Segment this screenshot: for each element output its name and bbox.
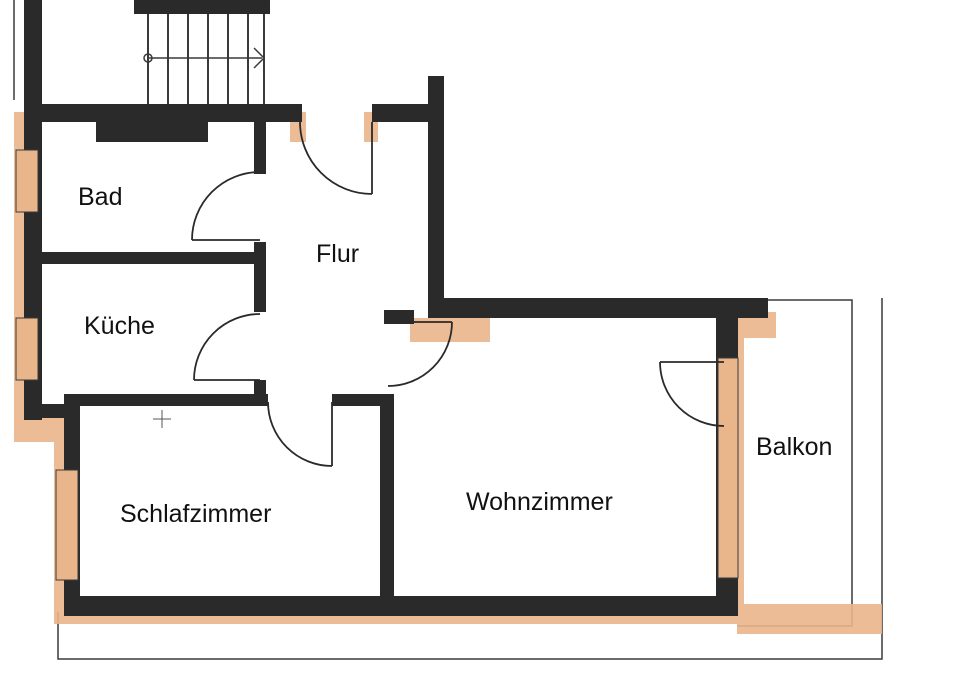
window-schlafzimmer: [55, 469, 79, 581]
room-label-schlafzimmer: Schlafzimmer: [120, 500, 271, 528]
wall-bottom: [64, 596, 738, 616]
staircase-top-wall: [134, 0, 270, 14]
insulation-shading: [14, 112, 882, 634]
door-kueche: [193, 313, 261, 381]
door-wohnzimmer: [387, 321, 453, 387]
wall-top-left: [24, 104, 302, 122]
wall-top-right: [372, 104, 444, 122]
wall-schlaf-wohn: [380, 394, 394, 604]
balcony-outline: [737, 299, 853, 627]
windows: [15, 149, 739, 581]
wall-entry-stub: [384, 310, 414, 324]
wall-bad-kueche: [42, 252, 266, 264]
room-label-flur: Flur: [316, 240, 359, 268]
room-label-kueche: Küche: [84, 312, 155, 340]
room-label-wohnzimmer: Wohnzimmer: [466, 488, 613, 516]
stair-start-dot: [143, 53, 153, 63]
room-label-bad: Bad: [78, 183, 122, 211]
insulation-balcony-bottom: [737, 604, 882, 634]
wall-bad-window: [96, 118, 208, 142]
wall-kueche-schlafzimmer: [64, 394, 268, 406]
door-schlafzimmer: [267, 401, 333, 467]
wall-wohnzimmer-top: [428, 298, 768, 318]
wall-flur-left-mid: [254, 242, 266, 312]
wall-flur-right: [428, 76, 444, 316]
door-entry-top: [299, 121, 373, 195]
crosshair-mark: [153, 410, 171, 428]
door-balkon: [659, 361, 725, 427]
stair-arrow-head: [253, 47, 266, 69]
window-wohnzimmer-balkon: [717, 357, 739, 579]
room-label-balkon: Balkon: [756, 433, 832, 461]
wall-flur-bottom-right: [332, 394, 392, 406]
doors: [191, 121, 725, 467]
staircase: [134, 0, 270, 104]
site-outline: [57, 298, 883, 660]
wall-flur-left-top: [254, 118, 266, 174]
window-bad: [15, 149, 39, 213]
window-kueche: [15, 317, 39, 381]
door-bad: [191, 171, 261, 241]
